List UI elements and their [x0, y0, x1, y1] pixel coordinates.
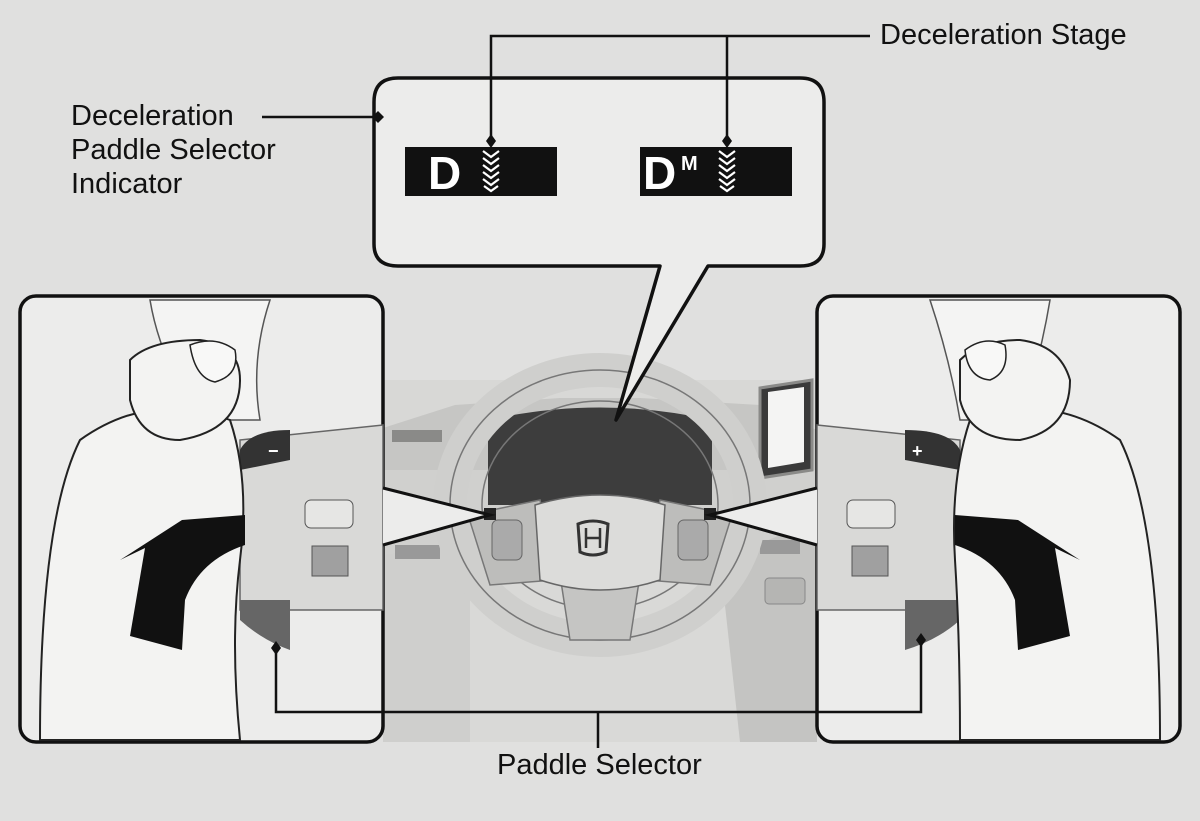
inset-connectors [382, 486, 818, 547]
indicator-dm-letter: D [643, 147, 676, 199]
leader-markers [271, 111, 926, 655]
leader-lines [262, 34, 923, 748]
dashboard-scene [383, 353, 817, 742]
paddle-selector-label: Paddle Selector [497, 749, 702, 781]
indicator-d-letter: D [428, 147, 461, 199]
indicator-label-line3: Indicator [71, 168, 183, 200]
deceleration-chevrons-icon [482, 150, 500, 193]
indicator-label-line2: Paddle Selector [71, 134, 276, 166]
deceleration-stage-label: Deceleration Stage [880, 19, 1127, 51]
left-paddle-minus-sign: − [268, 441, 279, 461]
left-paddle-inset: − [18, 294, 385, 744]
indicator-dm-superscript: M [681, 153, 698, 175]
indicator-label-line1: Deceleration [71, 100, 234, 132]
indicator-d: D [405, 147, 557, 199]
indicator-dm: D M [640, 147, 792, 199]
right-paddle-plus-sign: + [912, 441, 923, 461]
deceleration-chevrons-icon [718, 150, 736, 193]
right-paddle-inset: + [815, 294, 1182, 744]
indicator-label: Deceleration Paddle Selector Indicator [71, 99, 276, 201]
